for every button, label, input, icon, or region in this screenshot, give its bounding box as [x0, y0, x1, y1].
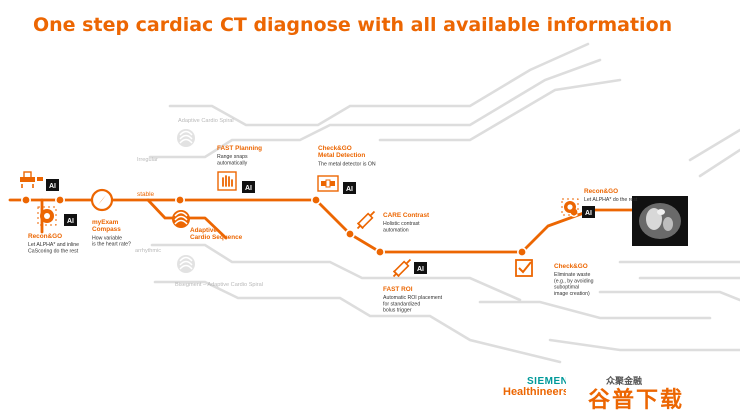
- syringe-icon: [392, 258, 412, 278]
- compass-icon: [90, 188, 114, 212]
- heart-spiral-icon: [177, 255, 195, 273]
- logo-siemens: SIEMENS: [527, 376, 576, 387]
- ai-badge: AI: [582, 206, 595, 218]
- station-desc-line: Let ALPHA* do the rest: [584, 197, 638, 203]
- station-title-line: Check&GO: [318, 145, 352, 152]
- station-title-line: FAST ROI: [383, 286, 413, 293]
- hand-icon: [217, 171, 237, 191]
- svg-text:AI: AI: [67, 218, 74, 225]
- svg-text:AI: AI: [49, 183, 56, 190]
- station-title-line: Compass: [92, 226, 121, 233]
- gear-ai-icon: [37, 206, 57, 226]
- station-title-line: Cardio Sequence: [190, 234, 243, 241]
- station-desc-line: image creation): [554, 291, 590, 297]
- label-irregular: Irregular: [137, 157, 158, 163]
- gear-ai-icon: [561, 198, 579, 216]
- station-desc-line: suboptimal: [554, 285, 579, 291]
- svg-text:AI: AI: [245, 185, 252, 192]
- station-title-line: myExam: [92, 219, 119, 226]
- watermark: 众聚金融 谷普下载: [566, 372, 740, 416]
- station-desc-line: CaScoring do the rest: [28, 248, 79, 254]
- station-desc-line: for standardized: [383, 301, 420, 307]
- ai-badge: AI: [64, 214, 77, 226]
- station-title-line: Adaptive: [190, 227, 217, 234]
- svg-text:AI: AI: [417, 266, 424, 273]
- station-desc-line: How variable: [92, 235, 122, 241]
- scanner-table-icon: [20, 171, 43, 188]
- svg-text:AI: AI: [585, 210, 592, 217]
- heart-spiral-icon: [177, 129, 195, 147]
- station-title-line: Check&GO: [554, 263, 588, 270]
- watermark-main: 谷普下载: [588, 388, 685, 413]
- ai-badge: AI: [46, 179, 59, 191]
- station-desc-line: Range snaps: [217, 154, 248, 160]
- checkbox-icon: [515, 259, 533, 277]
- station-desc-line: bolus trigger: [383, 308, 412, 314]
- station-desc-line: automation: [383, 227, 409, 233]
- svg-text:AI: AI: [346, 186, 353, 193]
- station-title-line: CARE Contrast: [383, 212, 430, 219]
- station-desc-line: automatically: [217, 160, 248, 166]
- station-title-line: Metal Detection: [318, 152, 365, 159]
- ai-badge: AI: [242, 181, 255, 193]
- ai-badge: AI: [414, 262, 427, 274]
- station-desc-line: Holistic contrast: [383, 221, 420, 227]
- label-flash-spiral: Bisegment – Adaptive Cardio Spiral: [175, 282, 263, 288]
- heart-spiral-icon: [172, 210, 190, 228]
- ct-image-icon: [632, 196, 688, 246]
- label-stable: stable: [137, 191, 154, 198]
- station-title-line: Recon&GO: [28, 233, 62, 240]
- page-title: One step cardiac CT diagnose with all av…: [33, 14, 673, 36]
- track-stops: [20, 195, 579, 258]
- station-desc-line: Automatic ROI placement: [383, 295, 443, 301]
- syringe-icon: [356, 210, 376, 230]
- ai-badge: AI: [343, 182, 356, 194]
- station-desc-line: is the heart rate?: [92, 242, 131, 248]
- background-tracks: [148, 42, 740, 364]
- station-desc-line: (e.g., by avoiding: [554, 278, 594, 284]
- label-adaptive-spiral: Adaptive Cardio Spiral: [178, 118, 234, 124]
- label-arrhythmic: arrhythmic: [135, 248, 161, 254]
- station-desc-line: Eliminate waste: [554, 272, 590, 278]
- station-desc-line: The metal detector is ON: [318, 161, 376, 167]
- station-check-waste: Check&GO Eliminate waste(e.g., by avoidin…: [554, 263, 594, 297]
- seat-belt-icon: [317, 175, 339, 192]
- station-desc-line: Let ALPHA* and inline: [28, 242, 79, 248]
- station-title-line: Recon&GO: [584, 188, 618, 195]
- station-recon-right: Recon&GO Let ALPHA* do the rest: [584, 188, 638, 203]
- watermark-small: 众聚金融: [606, 377, 643, 387]
- logo-healthineers: Healthineers: [503, 386, 570, 398]
- station-title-line: FAST Planning: [217, 145, 262, 152]
